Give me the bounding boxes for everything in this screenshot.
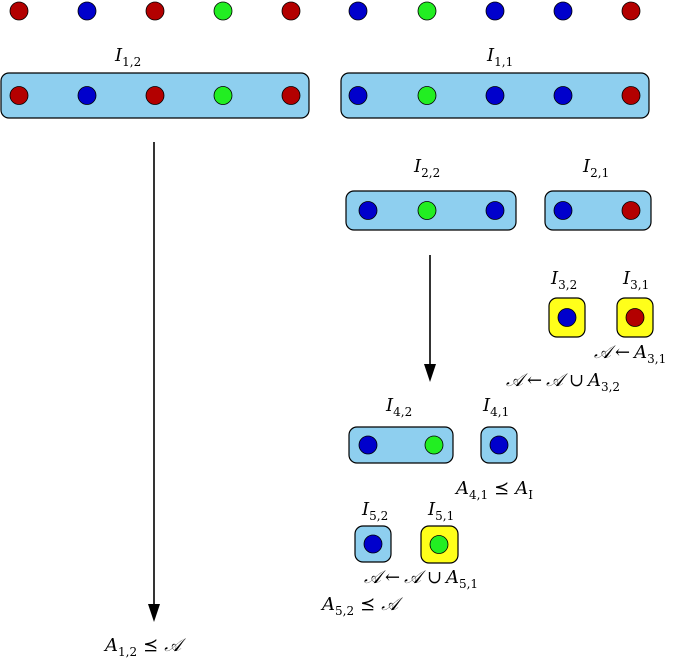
box-I52 — [354, 525, 392, 563]
box-I21-dot-blue — [553, 201, 573, 220]
box-I11-dot-red — [621, 86, 641, 105]
item-dot-blue — [77, 1, 97, 21]
instance-boxes — [0, 72, 654, 564]
item-dot-red — [281, 1, 301, 21]
box-I22-dot-green — [417, 201, 437, 220]
box-I42 — [348, 426, 454, 464]
annotation-a41: A4,1⪯AI — [454, 478, 533, 502]
box-I12-dot-blue — [77, 86, 97, 105]
box-I11-dot-blue — [485, 86, 505, 105]
box-I41 — [480, 426, 518, 464]
item-dot-blue — [485, 1, 505, 21]
label-I32: I3,2 — [550, 268, 577, 292]
box-I12 — [0, 72, 310, 119]
item-dot-blue — [553, 1, 573, 21]
item-dot-red — [145, 1, 165, 21]
box-I42-dot-blue — [358, 435, 378, 455]
box-I51-dot-green — [429, 535, 449, 554]
box-I22 — [345, 190, 517, 231]
box-I31-dot-red — [625, 308, 645, 327]
box-I11-dot-green — [417, 86, 437, 105]
item-dot-red — [621, 1, 641, 21]
box-I42-dot-green — [424, 435, 444, 455]
box-I11-dot-blue — [348, 86, 368, 105]
box-I11 — [340, 72, 650, 119]
box-I21-frame — [544, 190, 652, 231]
label-I42: I4,2 — [385, 395, 412, 419]
annotation-a52: A5,2⪯𝒜 — [320, 594, 403, 618]
annotation-a32: 𝒜←𝒜 ∪A3,2 — [506, 370, 620, 394]
label-I31: I3,1 — [622, 268, 649, 292]
label-I21: I2,1 — [582, 156, 609, 180]
box-I12-dot-red — [145, 86, 165, 105]
label-I41: I4,1 — [482, 395, 509, 419]
label-I52: I5,2 — [361, 499, 388, 523]
box-I42-frame — [348, 426, 454, 464]
arrow-left — [148, 142, 160, 622]
label-I12: I1,2 — [114, 45, 141, 69]
item-dot-red — [9, 1, 29, 21]
box-I41-dot-blue — [489, 435, 509, 455]
arrow-middle — [424, 255, 436, 382]
item-dot-blue — [348, 1, 368, 21]
box-I52-dot-blue — [363, 534, 383, 554]
box-I32-dot-blue — [557, 308, 577, 327]
box-I11-dot-blue — [553, 86, 573, 105]
top-row-items — [9, 1, 641, 21]
box-I32 — [548, 297, 586, 338]
box-I12-dot-green — [213, 86, 233, 105]
label-I51: I5,1 — [427, 499, 454, 523]
box-I22-dot-blue — [358, 201, 378, 220]
box-I12-dot-red — [9, 86, 29, 105]
box-I12-dot-red — [281, 86, 301, 105]
label-I22: I2,2 — [413, 156, 440, 180]
box-I22-dot-blue — [485, 201, 505, 220]
box-I21 — [544, 190, 652, 231]
box-I31 — [616, 297, 654, 338]
box-I51 — [420, 525, 459, 564]
label-I11: I1,1 — [486, 45, 513, 69]
annotation-a51: 𝒜←𝒜 ∪A5,1 — [364, 567, 478, 591]
annotation-a12: A1,2⪯𝒜 — [103, 635, 186, 659]
item-dot-green — [417, 1, 437, 21]
annotation-a31: 𝒜←A3,1 — [594, 342, 666, 366]
box-I21-dot-red — [621, 201, 641, 220]
item-dot-green — [213, 1, 233, 21]
